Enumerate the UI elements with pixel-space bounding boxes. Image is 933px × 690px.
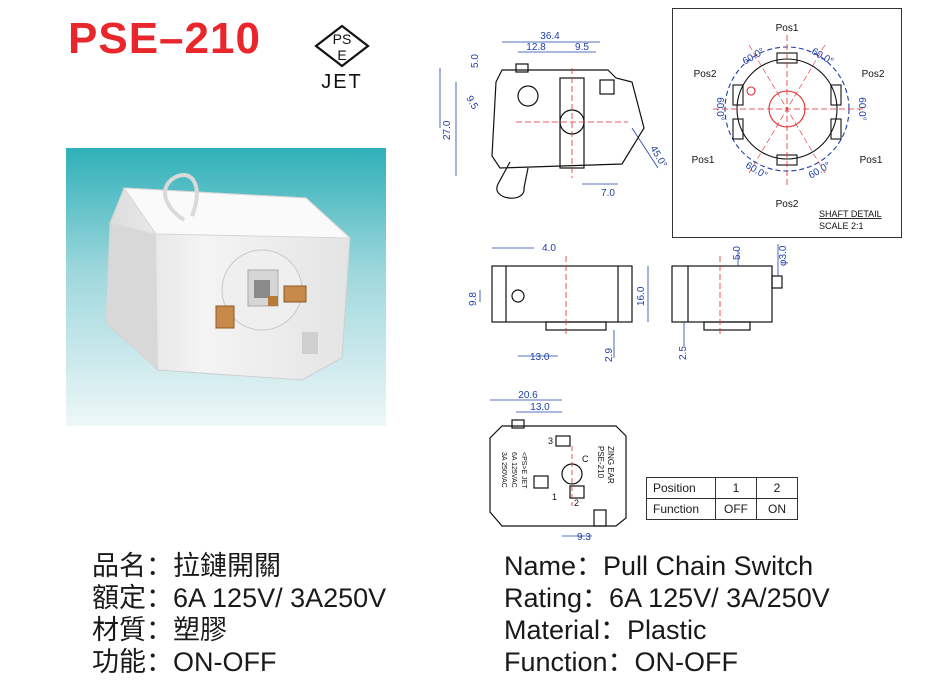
bottom-terminal-3: 3 — [548, 436, 553, 446]
front-dim-width: 36.4 — [540, 31, 560, 42]
front-dim-offset: 12.8 — [526, 42, 546, 53]
side1-dim-offset: 13.0 — [530, 352, 550, 363]
bottom-mark-cert: <PS>E JET — [520, 452, 527, 489]
shaft-pos-upper-left: Pos2 — [694, 69, 717, 80]
bottom-mark-rating-2: 3A 250VAC — [500, 452, 507, 488]
specs-chinese: 品名：拉鏈開關 額定：6A 125V/ 3A250V 材質：塑膠 功能：ON-O… — [92, 550, 386, 678]
bottom-terminal-1: 1 — [552, 492, 557, 502]
spec-material-en: Material：Plastic — [504, 615, 707, 645]
spec-name-cn: 品名：拉鏈開關 — [92, 551, 281, 581]
shaft-scale: SCALE 2:1 — [819, 221, 864, 231]
shaft-detail-drawing: Pos1 Pos2 Pos2 Pos1 Pos1 Pos2 60.0° 60.0… — [692, 23, 885, 231]
specs-english: Name：Pull Chain Switch Rating：6A 125V/ 3… — [504, 550, 830, 678]
side1-dim-height: 16.0 — [636, 286, 647, 306]
shaft-caption: SHAFT DETAIL — [819, 209, 882, 219]
bottom-dim-notch: 9.3 — [577, 532, 591, 543]
logo-middle-text: E — [337, 47, 346, 63]
product-photo — [66, 148, 386, 426]
table-cell: OFF — [715, 498, 757, 520]
table-cell: Position — [646, 477, 716, 499]
table-cell: 1 — [715, 477, 757, 499]
spec-function-cn: 功能：ON-OFF — [92, 647, 277, 677]
side1-dim-hole: 9.8 — [468, 292, 479, 306]
bottom-dim-width: 20.6 — [518, 390, 538, 401]
side2-dim-base: 2.5 — [678, 346, 689, 360]
shaft-pos-lower-left: Pos1 — [692, 155, 715, 166]
pse-jet-logo: PS E JET — [314, 24, 370, 93]
shaft-pos-lower-right: Pos1 — [860, 155, 883, 166]
logo-bottom-text: JET — [321, 71, 363, 93]
side1-dim-base: 2.9 — [604, 348, 615, 362]
shaft-angle-3: 60.0° — [856, 97, 867, 120]
front-dim-top: 5.0 — [470, 54, 481, 68]
front-view-drawing: 36.4 12.8 9.5 5.0 9.5 27.0 45.0° 7.0 — [439, 31, 669, 199]
shaft-pos-bottom: Pos2 — [776, 199, 799, 210]
front-dim-slant: 9.5 — [463, 94, 480, 112]
shaft-angle-4: 60.0° — [714, 97, 725, 120]
bottom-mark-rating-1: 6A 125VAC — [510, 452, 517, 488]
spec-rating-en: Rating：6A 125V/ 3A/250V — [504, 583, 830, 613]
spec-material-cn: 材質：塑膠 — [92, 615, 227, 645]
shaft-angle-6: 60.0° — [807, 160, 833, 181]
table-cell: Function — [646, 498, 716, 520]
front-dim-height: 27.0 — [442, 120, 453, 140]
spec-name-en: Name：Pull Chain Switch — [504, 551, 814, 581]
bottom-terminal-c: C — [582, 454, 589, 464]
bottom-mark-model: PSE-210 — [596, 446, 605, 479]
logo-top-text: PS — [333, 31, 352, 47]
shaft-angle-5: 60.0° — [743, 160, 769, 181]
side1-dim-top: 4.0 — [542, 243, 556, 254]
bottom-dim-offset: 13.0 — [530, 402, 550, 413]
shaft-pos-upper-right: Pos2 — [862, 69, 885, 80]
side2-dim-shaft: φ3.0 — [778, 245, 789, 266]
front-dim-spacing: 9.5 — [575, 42, 589, 53]
table-row: Position 1 2 — [646, 477, 798, 499]
product-title: PSE–210 — [68, 14, 261, 63]
side-view-drawing-2: 5.0 φ3.0 2.5 — [671, 244, 789, 360]
bottom-terminal-2: 2 — [574, 498, 579, 508]
table-cell: 2 — [756, 477, 798, 499]
position-function-table: Position 1 2 Function OFF ON — [646, 477, 798, 520]
bottom-mark-brand: ZING EAR — [606, 446, 615, 484]
shaft-pos-top: Pos1 — [776, 23, 799, 34]
table-cell: ON — [756, 498, 798, 520]
side-view-drawing-1: 4.0 9.8 16.0 13.0 2.9 — [468, 243, 649, 363]
side2-dim-top: 5.0 — [732, 246, 743, 260]
front-dim-notch: 7.0 — [601, 188, 615, 199]
table-row: Function OFF ON — [646, 498, 798, 520]
bottom-view-drawing: 20.6 13.0 9.3 ZING EAR PSE-210 <PS>E JET… — [489, 390, 627, 543]
spec-function-en: Function：ON-OFF — [504, 647, 739, 677]
spec-rating-cn: 額定：6A 125V/ 3A250V — [92, 583, 387, 613]
shaft-angle-1: 60.0° — [741, 46, 767, 67]
shaft-detail-panel: Pos1 Pos2 Pos2 Pos1 Pos1 Pos2 60.0° 60.0… — [672, 8, 902, 238]
